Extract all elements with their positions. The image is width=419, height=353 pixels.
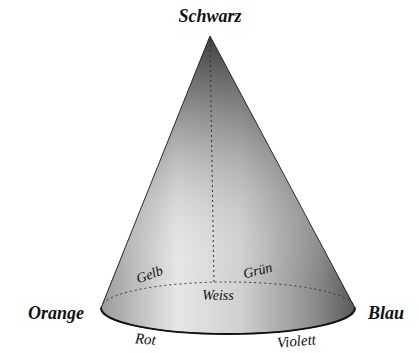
- color-label: Orange: [28, 304, 84, 322]
- cone-shading: [101, 36, 355, 334]
- color-label: Schwarz: [178, 7, 241, 25]
- color-label: Weiss: [202, 289, 233, 303]
- color-label: Rot: [134, 331, 156, 347]
- base-front-edge: [101, 308, 355, 334]
- color-label: Blau: [368, 304, 404, 322]
- cone-surface: [101, 36, 355, 334]
- color-label: Violett: [276, 332, 316, 350]
- axis-line: [210, 40, 214, 284]
